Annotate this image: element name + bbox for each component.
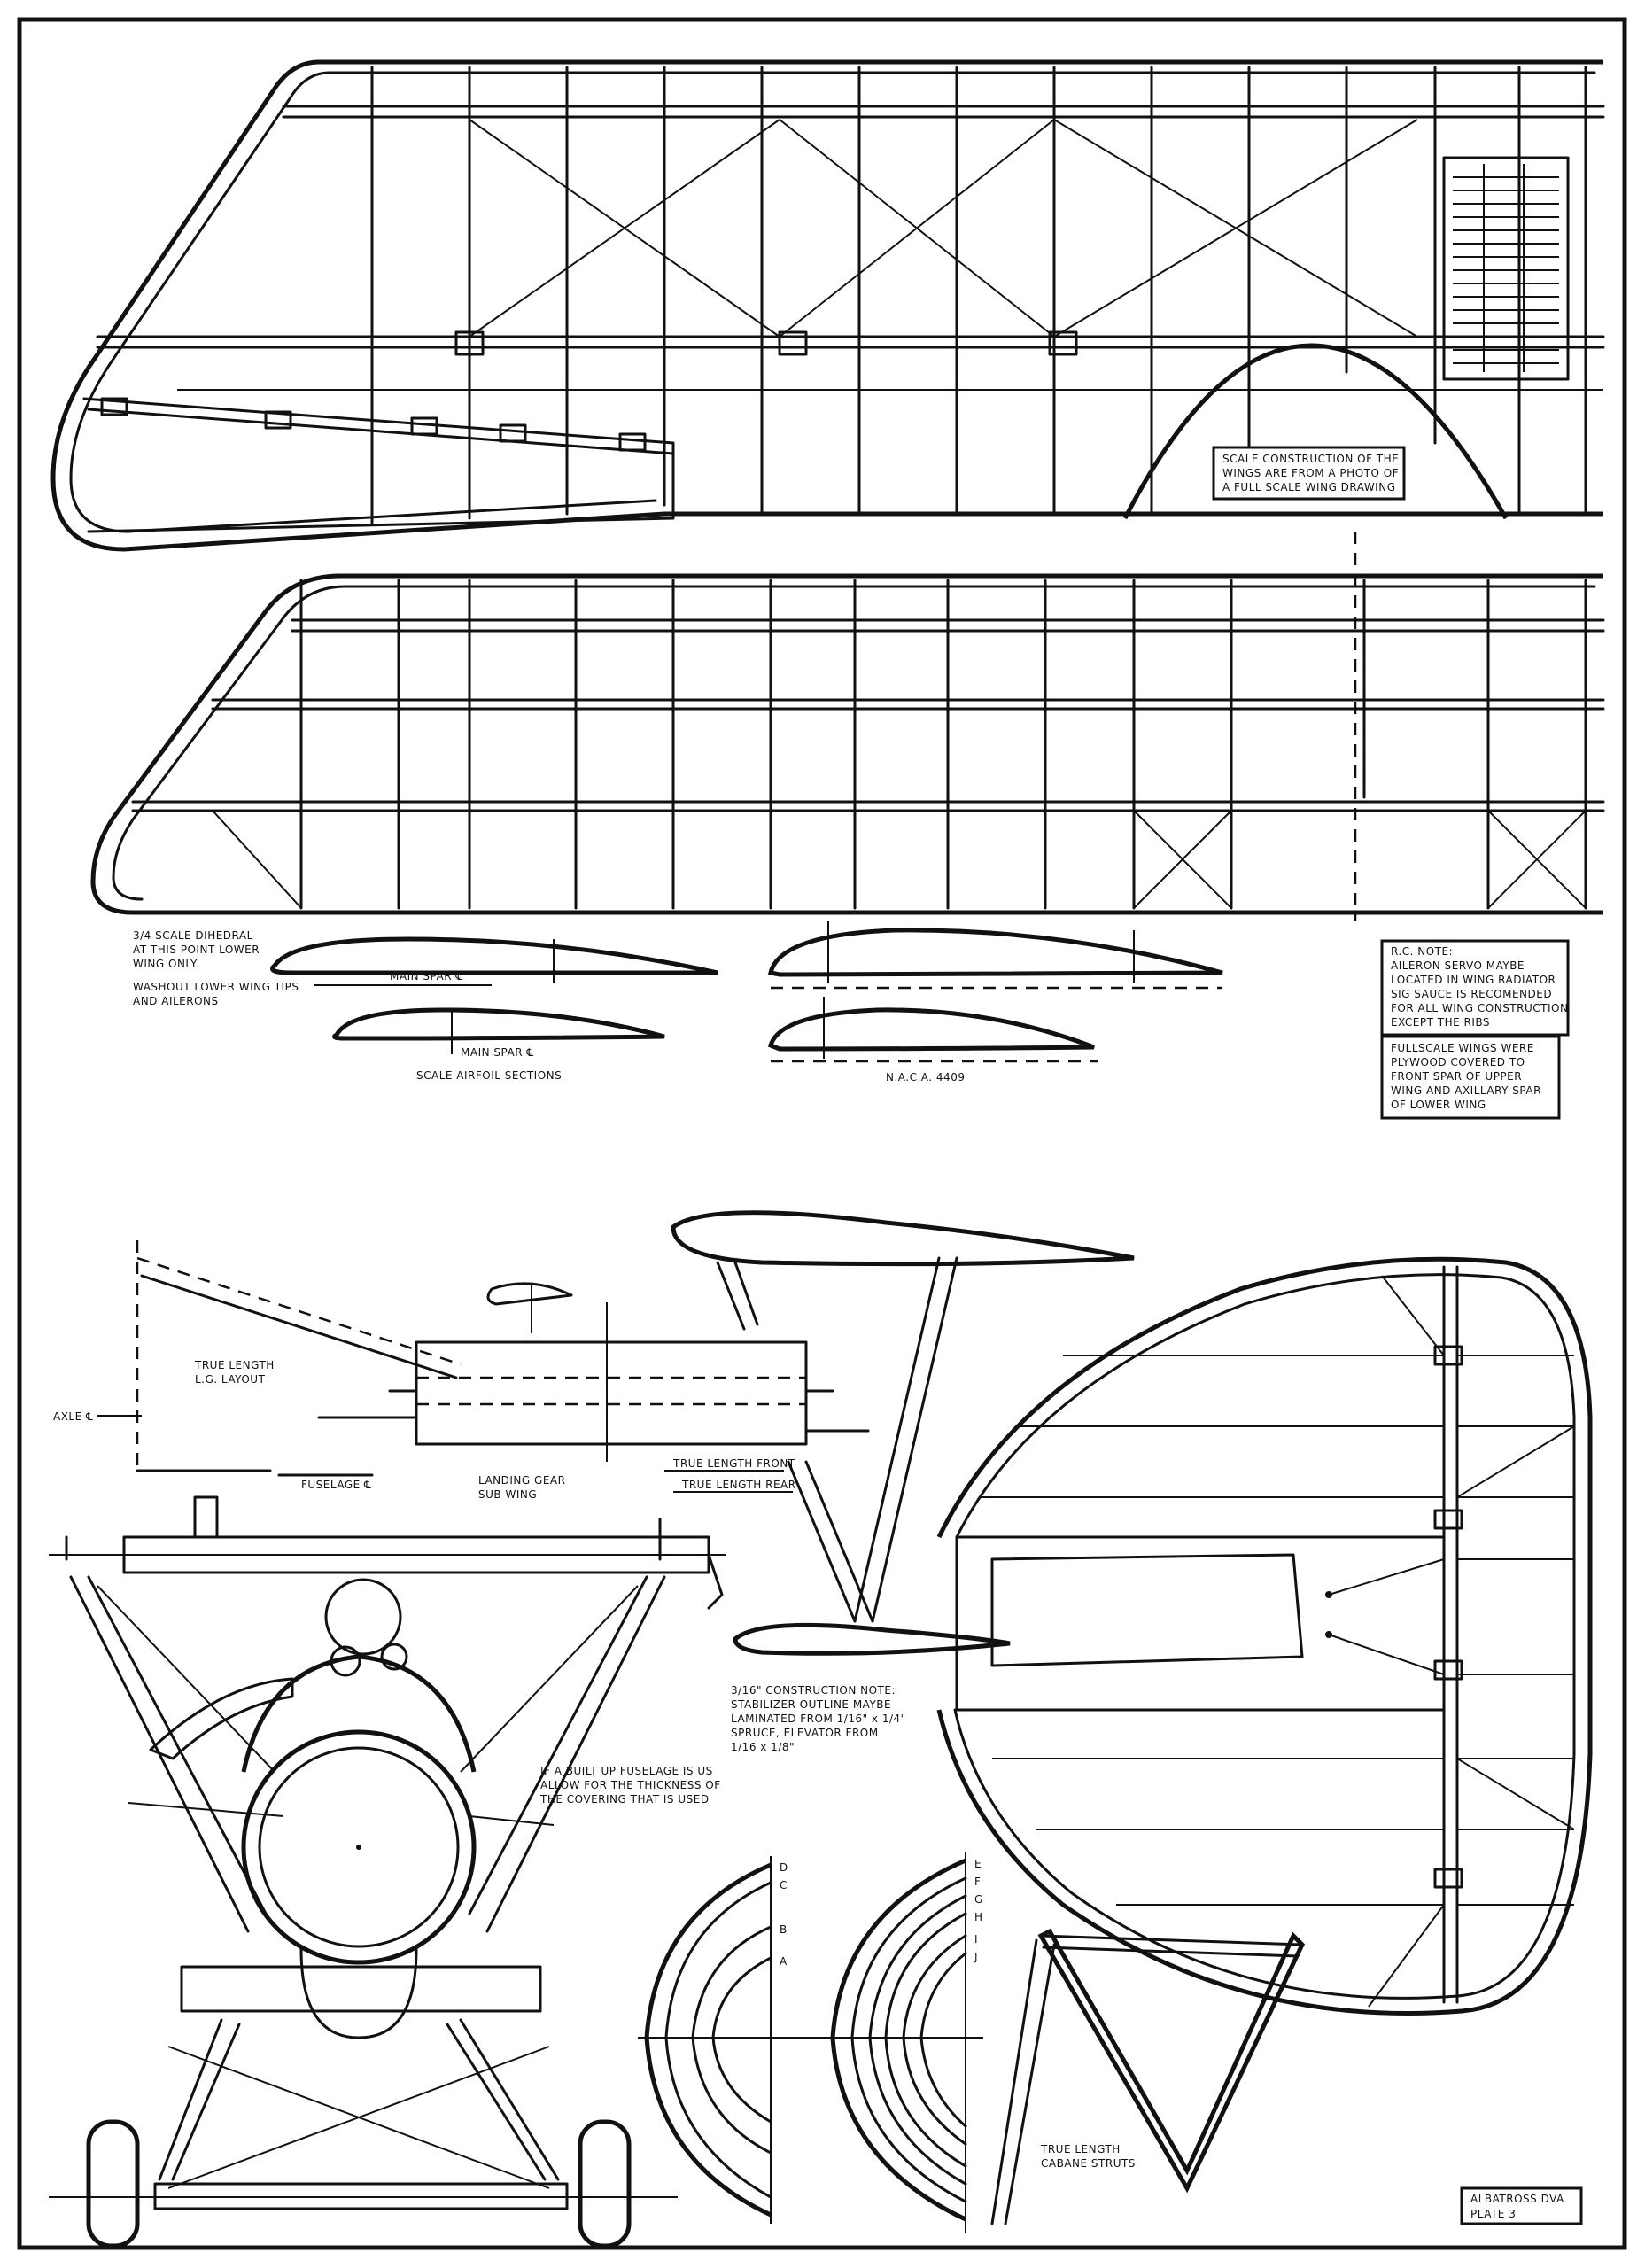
scale-construction-line-3: A FULL SCALE WING DRAWING bbox=[1222, 481, 1396, 493]
rc-note-line-5: FOR ALL WING CONSTRUCTION bbox=[1391, 1002, 1568, 1014]
cabane-side-view bbox=[671, 1210, 1135, 1656]
tailplane-plan bbox=[936, 1256, 1593, 2016]
dihedral-line-3: WING ONLY bbox=[133, 958, 198, 970]
scale-construction-line-1: SCALE CONSTRUCTION OF THE bbox=[1222, 453, 1399, 465]
scale-construction-note: SCALE CONSTRUCTION OF THE WINGS ARE FROM… bbox=[1212, 446, 1406, 501]
stabilizer-note-line-4: SPRUCE, ELEVATOR FROM bbox=[731, 1727, 879, 1739]
lower-wing-ribs bbox=[299, 579, 1587, 910]
lower-wing-plan bbox=[90, 532, 1605, 921]
washout-line-1: WASHOUT LOWER WING TIPS bbox=[133, 981, 299, 993]
naca-label: N.A.C.A. 4409 bbox=[886, 1071, 965, 1084]
dihedral-line-1: 3/4 SCALE DIHEDRAL bbox=[133, 929, 253, 942]
axle-label: AXLE ℄ bbox=[53, 1410, 93, 1423]
front-view-struts bbox=[69, 1575, 666, 2181]
fullscale-line-2: PLYWOOD COVERED TO bbox=[1391, 1056, 1525, 1068]
built-up-fuselage-line-3: THE COVERING THAT IS USED bbox=[539, 1793, 710, 1806]
section-letter-D: D bbox=[780, 1861, 788, 1874]
fullscale-line-4: WING AND AXILLARY SPAR bbox=[1391, 1084, 1541, 1097]
dihedral-note: 3/4 SCALE DIHEDRAL AT THIS POINT LOWER W… bbox=[133, 929, 299, 1007]
plate-id-line-1: ALBATROSS DVA bbox=[1470, 2193, 1564, 2205]
fullscale-line-5: OF LOWER WING bbox=[1391, 1099, 1486, 1111]
cabane-struts-line-2: CABANE STRUTS bbox=[1041, 2157, 1136, 2170]
dihedral-line-2: AT THIS POINT LOWER bbox=[133, 944, 260, 956]
main-spar-label-1: MAIN SPAR ℄ bbox=[390, 970, 463, 983]
sheet-border bbox=[17, 17, 1627, 2250]
stabilizer-note-line-2: STABILIZER OUTLINE MAYBE bbox=[731, 1698, 891, 1711]
fullscale-line-1: FULLSCALE WINGS WERE bbox=[1391, 1042, 1534, 1054]
section-letter-B: B bbox=[780, 1923, 788, 1936]
section-letter-C: C bbox=[780, 1879, 788, 1891]
section-templates: D C B A E F G H I J bbox=[638, 1852, 983, 2233]
landing-gear-line-1: LANDING GEAR bbox=[478, 1474, 565, 1487]
stabilizer-note-line-5: 1/16 x 1/8" bbox=[731, 1741, 795, 1753]
fullscale-note: FULLSCALE WINGS WERE PLYWOOD COVERED TO … bbox=[1380, 1035, 1561, 1120]
plate-id-line-2: PLATE 3 bbox=[1470, 2208, 1516, 2220]
section-letter-H: H bbox=[974, 1911, 983, 1923]
stabilizer-note-line-1: 3/16" CONSTRUCTION NOTE: bbox=[731, 1684, 896, 1697]
rc-note-line-6: EXCEPT THE RIBS bbox=[1391, 1016, 1490, 1029]
fullscale-line-3: FRONT SPAR OF UPPER bbox=[1391, 1070, 1522, 1083]
radiator-louvers bbox=[1453, 164, 1559, 372]
built-up-fuselage-line-2: ALLOW FOR THE THICKNESS OF bbox=[540, 1779, 721, 1791]
scale-airfoil-sections-label: SCALE AIRFOIL SECTIONS bbox=[416, 1069, 562, 1082]
landing-gear-line-2: SUB WING bbox=[478, 1488, 537, 1501]
washout-line-2: AND AILERONS bbox=[133, 995, 219, 1007]
section-letter-I: I bbox=[974, 1933, 978, 1946]
rc-note-line-3: LOCATED IN WING RADIATOR bbox=[1391, 974, 1556, 986]
rc-note: R.C. NOTE: AILERON SERVO MAYBE LOCATED I… bbox=[1380, 939, 1570, 1037]
section-letter-A: A bbox=[780, 1955, 788, 1968]
built-up-fuselage-line-1: IF A BUILT UP FUSELAGE IS US bbox=[540, 1765, 713, 1777]
section-letter-G: G bbox=[974, 1893, 983, 1906]
true-length-lg-line-2: L.G. LAYOUT bbox=[195, 1373, 266, 1386]
landing-gear-layout: TRUE LENGTH L.G. LAYOUT AXLE ℄ FUSELAGE … bbox=[53, 1240, 870, 1501]
main-spar-label-2: MAIN SPAR ℄ bbox=[461, 1046, 534, 1059]
rc-note-line-1: R.C. NOTE: bbox=[1391, 945, 1453, 958]
true-length-lg-line-1: TRUE LENGTH bbox=[194, 1359, 275, 1371]
airfoil-sections: MAIN SPAR ℄ MAIN SPAR ℄ SCALE AIRFOIL SE… bbox=[270, 921, 1223, 1084]
upper-wing-plan bbox=[50, 59, 1605, 552]
stabilizer-note-line-3: LAMINATED FROM 1/16" x 1/4" bbox=[731, 1713, 906, 1725]
section-letter-F: F bbox=[974, 1876, 981, 1888]
cabane-struts-line-1: TRUE LENGTH bbox=[1040, 2143, 1121, 2155]
true-length-rear-label: TRUE LENGTH REAR bbox=[681, 1479, 796, 1491]
cabane-struts-true-length: TRUE LENGTH CABANE STRUTS bbox=[990, 1928, 1306, 2225]
rc-note-line-4: SIG SAUCE IS RECOMENDED bbox=[1391, 988, 1552, 1000]
upper-wing-ribs bbox=[370, 66, 1587, 524]
plate-id: ALBATROSS DVA PLATE 3 bbox=[1460, 2186, 1583, 2225]
front-view: IF A BUILT UP FUSELAGE IS US ALLOW FOR T… bbox=[49, 1495, 726, 2249]
rc-note-line-2: AILERON SERVO MAYBE bbox=[1391, 959, 1525, 972]
fuselage-label: FUSELAGE ℄ bbox=[301, 1479, 371, 1491]
stabilizer-note: 3/16" CONSTRUCTION NOTE: STABILIZER OUTL… bbox=[731, 1684, 906, 1753]
section-letter-J: J bbox=[974, 1951, 978, 1963]
section-letter-E: E bbox=[974, 1858, 982, 1870]
upper-wing-bracing bbox=[469, 119, 1418, 338]
scale-construction-line-2: WINGS ARE FROM A PHOTO OF bbox=[1222, 467, 1399, 479]
true-length-front-label: TRUE LENGTH FRONT bbox=[672, 1457, 795, 1470]
